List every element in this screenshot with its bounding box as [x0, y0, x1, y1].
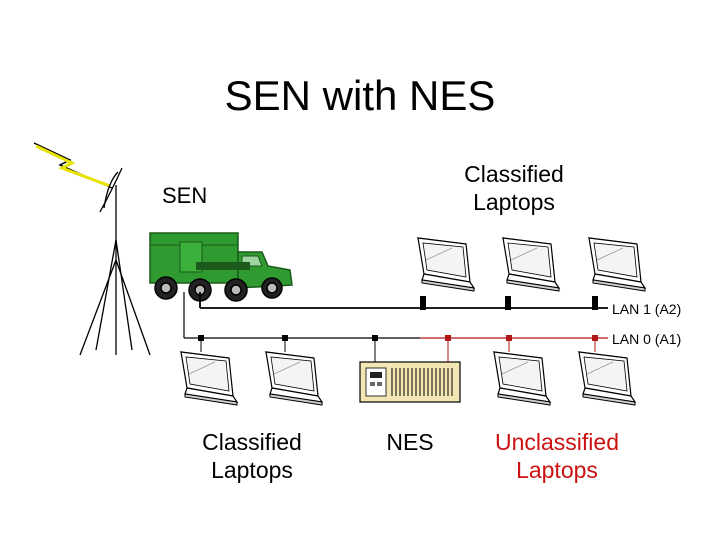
antenna-tripod-icon: [79, 167, 151, 356]
lan0-line: [184, 335, 608, 362]
lan0-label: LAN 0 (A1): [612, 331, 682, 347]
laptop-icon: [578, 351, 638, 406]
laptop-icon: [588, 237, 648, 292]
page-title: SEN with NES: [224, 72, 496, 119]
classified-bottom-label: Classified Laptops: [202, 429, 302, 483]
laptop-icon: [417, 237, 477, 292]
lan1-tap: [505, 296, 511, 310]
laptop-icon: [180, 351, 240, 406]
military-truck-icon: [149, 232, 293, 302]
laptop-icon: [493, 351, 553, 406]
classified-top-label: Classified Laptops: [464, 161, 564, 215]
lan1-label: LAN 1 (A2): [612, 301, 682, 317]
nes-label: NES: [386, 429, 434, 455]
lan1-line: [183, 292, 608, 338]
laptop-icon: [265, 351, 325, 406]
unclassified-bottom-label: Unclassified Laptops: [495, 429, 619, 483]
lan1-tap: [592, 296, 598, 310]
sen-label: SEN: [162, 183, 208, 208]
lightning-icon: [33, 142, 113, 189]
lan1-tap: [420, 296, 426, 310]
laptop-icon: [502, 237, 562, 292]
nes-encryptor-icon: [359, 361, 461, 403]
